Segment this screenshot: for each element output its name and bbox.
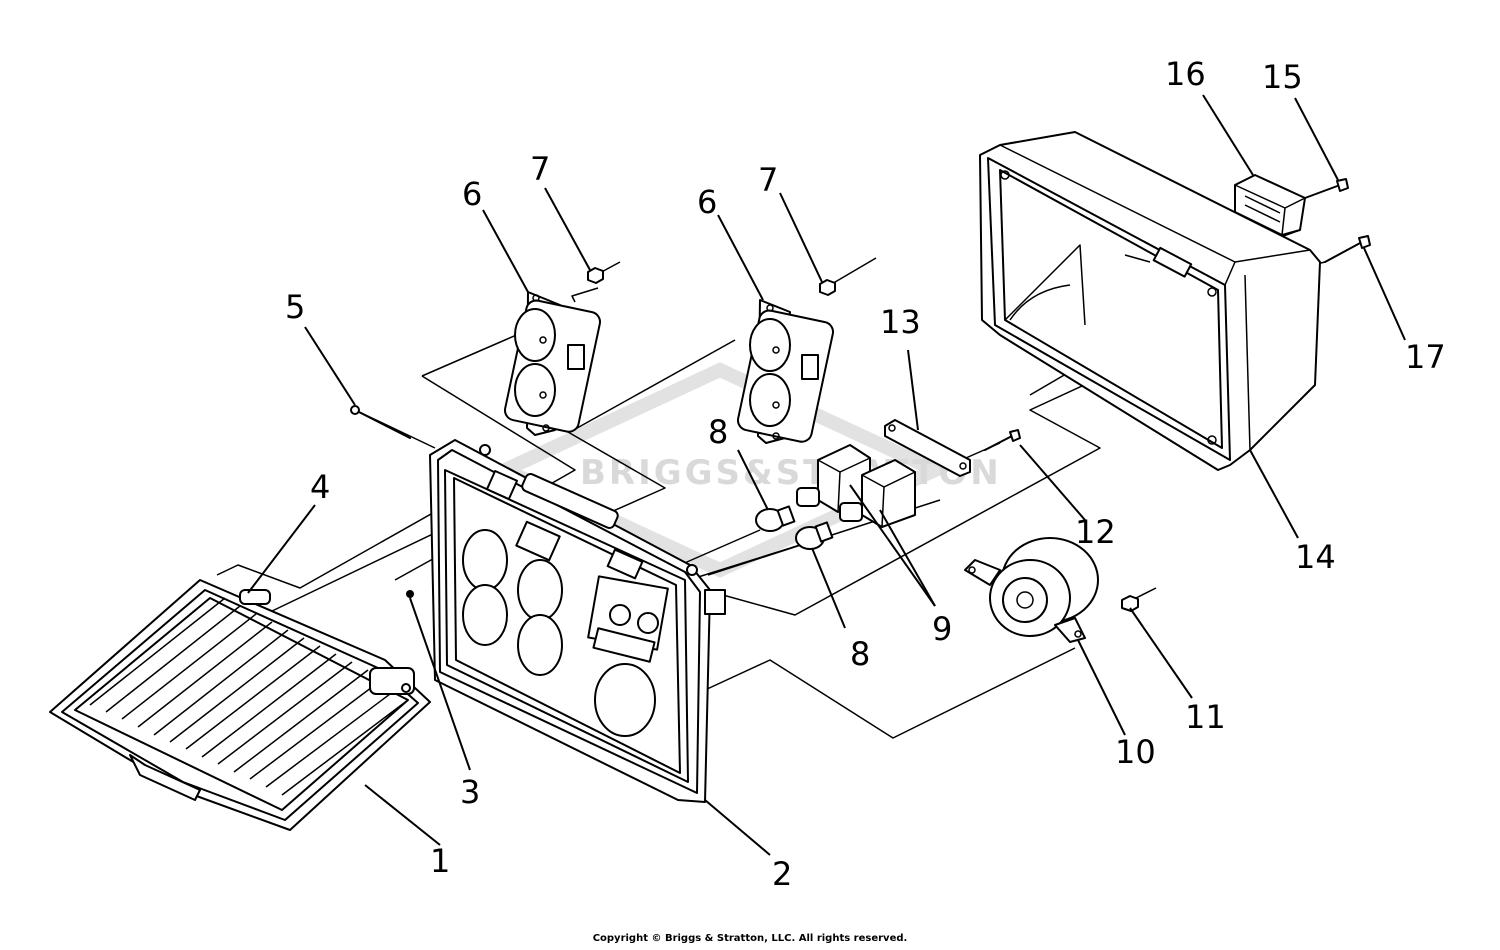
part-14-housing [979, 131, 1321, 471]
callout-11: 11 [1185, 698, 1226, 736]
callout-15: 15 [1262, 58, 1303, 96]
callout-16: 16 [1165, 55, 1206, 93]
callout-3: 3 [460, 773, 480, 811]
part-17-screw [1324, 235, 1371, 263]
callout-8-lower: 8 [850, 635, 870, 673]
part-1-cover [49, 579, 431, 831]
part-10-twist-lock-receptacle [964, 537, 1099, 643]
part-3-pin [406, 590, 414, 598]
callout-7-right: 7 [758, 161, 778, 199]
part-7-nut-right [819, 257, 877, 296]
part-6-outlet-left [503, 291, 601, 436]
callout-12: 12 [1075, 513, 1116, 551]
callout-13: 13 [880, 303, 921, 341]
callout-labels: 1 2 3 4 5 6 7 6 7 8 8 9 10 11 12 13 14 1… [285, 55, 1446, 893]
callout-1: 1 [430, 842, 450, 880]
callout-8-upper: 8 [708, 413, 728, 451]
part-9-breaker-right [839, 459, 916, 528]
part-13-bracket [884, 419, 971, 477]
callout-5: 5 [285, 288, 305, 326]
copyright-notice: Copyright © Briggs & Stratton, LLC. All … [592, 933, 908, 944]
callout-9: 9 [932, 610, 952, 648]
part-15-screw [1304, 178, 1349, 199]
callout-4: 4 [310, 468, 330, 506]
part-8-lamp-lower [795, 521, 834, 550]
callout-17: 17 [1405, 338, 1446, 376]
part-8-lamp-upper [755, 505, 796, 532]
callout-6-right: 6 [697, 183, 717, 221]
callout-7-left: 7 [530, 150, 550, 188]
part-16-terminal-block [1234, 174, 1306, 236]
part-2-control-panel [429, 439, 726, 803]
part-6-outlet-right [736, 299, 834, 444]
callout-6-left: 6 [462, 175, 482, 213]
part-11-nut [1121, 587, 1157, 612]
part-4-latch [239, 589, 271, 605]
callout-2: 2 [772, 855, 792, 893]
part-7-nut-left [587, 261, 621, 284]
leader-lines [247, 94, 1406, 856]
callout-10: 10 [1115, 733, 1156, 771]
part-12-screw [984, 429, 1021, 451]
part-5-screw [350, 405, 411, 439]
callout-14: 14 [1295, 538, 1336, 576]
